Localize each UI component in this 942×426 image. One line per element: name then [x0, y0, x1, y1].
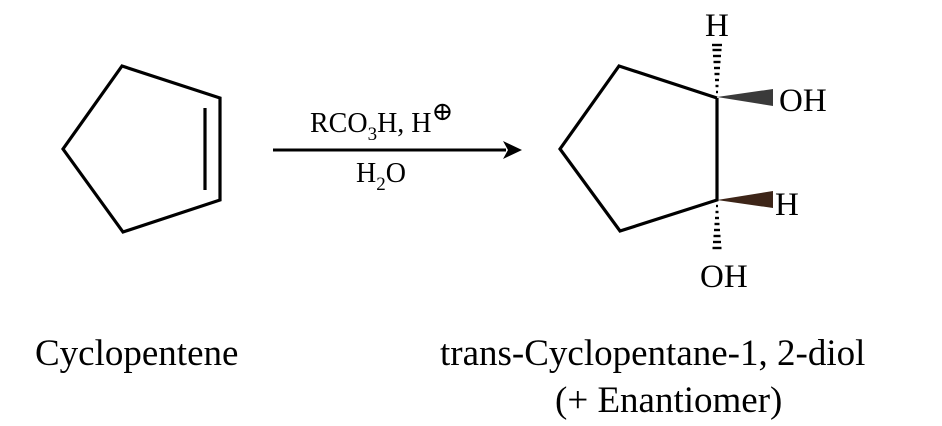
cyclopentene-structure	[61, 64, 222, 234]
hashed-wedge-bottom	[712, 204, 722, 250]
atom-h-top: H	[705, 8, 729, 44]
reactant-name: Cyclopentene	[35, 333, 238, 374]
product-name: trans-Cyclopentane-1, 2-diol	[440, 333, 865, 374]
atom-h-right: H	[775, 187, 799, 223]
hashed-wedge-top	[712, 43, 722, 94]
bold-wedge-h	[717, 191, 773, 208]
cyclopentane-ring	[558, 64, 719, 233]
cyclopentanediol-structure: H OH H OH	[558, 8, 827, 295]
atom-oh-bottom: OH	[700, 259, 748, 295]
bold-wedge-oh	[717, 89, 773, 106]
cyclopentene-ring	[61, 64, 222, 234]
arrow-head	[503, 141, 522, 159]
reagents-below: H2O	[356, 158, 406, 195]
reaction-arrow	[273, 141, 522, 159]
reagents-above: RCO3H, H⊕	[310, 97, 453, 145]
atom-oh-right: OH	[779, 83, 827, 119]
product-note: (+ Enantiomer)	[555, 380, 782, 421]
